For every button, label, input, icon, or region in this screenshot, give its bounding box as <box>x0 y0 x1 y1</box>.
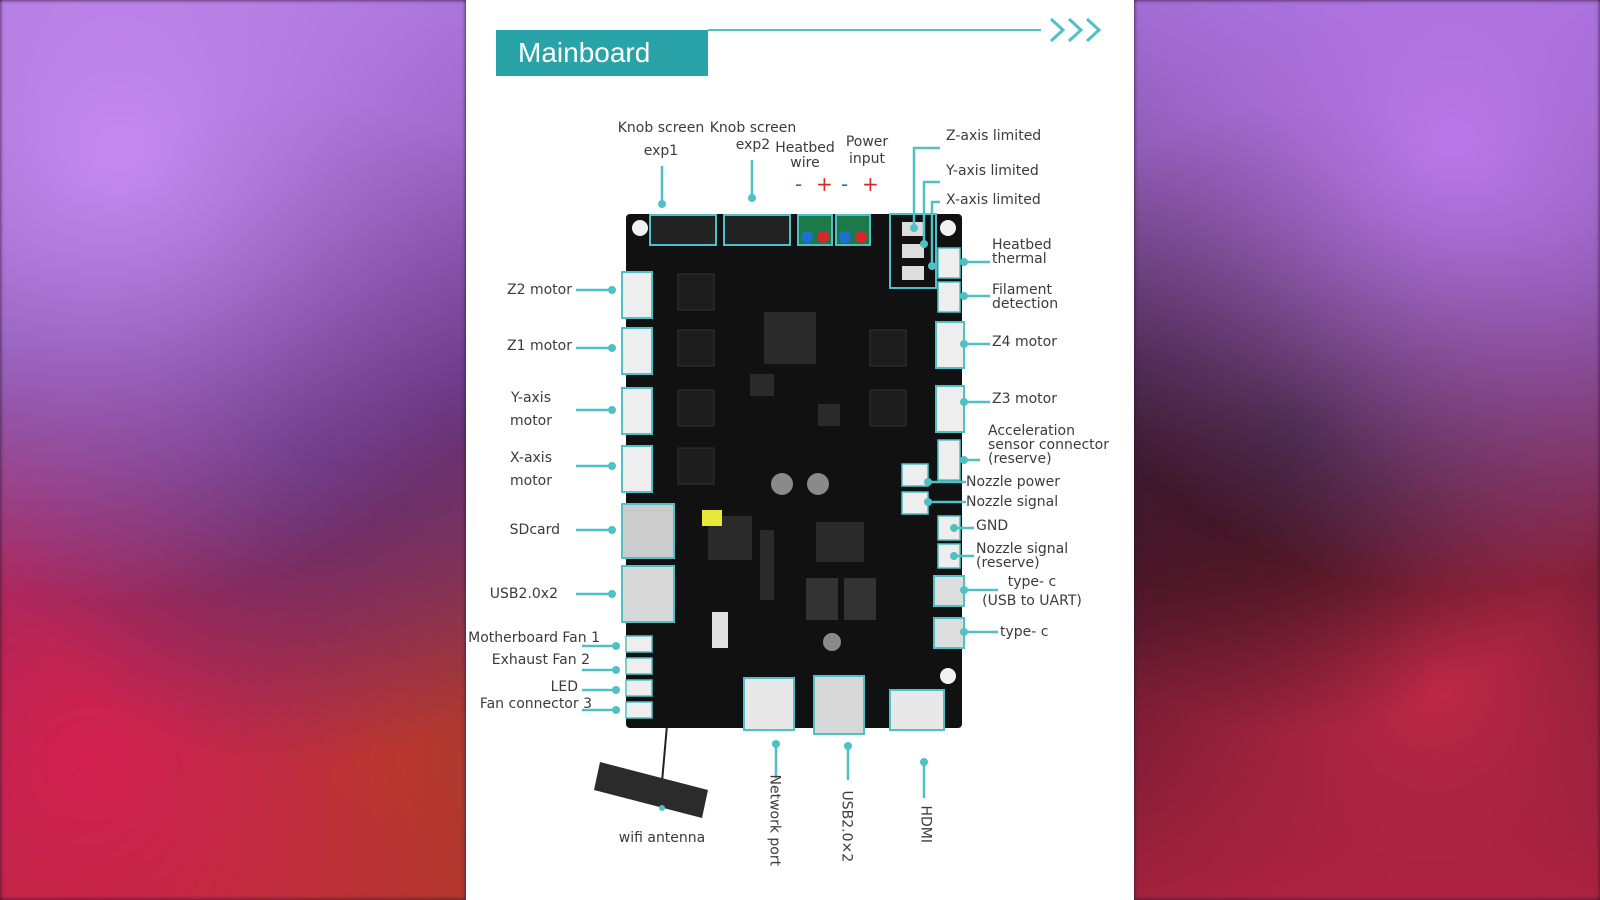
label-z-axis-limited: Z-axis limited <box>946 128 1042 144</box>
blurred-background-right <box>1134 0 1600 900</box>
polarity-minus-1: - <box>795 172 803 196</box>
triple-chevron-right-icon <box>1049 17 1102 43</box>
label-usb-left: USB2.0x2 <box>489 586 558 602</box>
label-nozzle-signal: Nozzle signal <box>966 494 1059 510</box>
label-z2-motor: Z2 motor <box>507 282 572 298</box>
mainboard-diagram-sheet: Mainboard <box>466 0 1134 900</box>
label-type-c-usb-to-uart: type- c (USB to UART) <box>982 574 1082 609</box>
label-type-c: type- c <box>1000 624 1049 640</box>
label-z4-motor: Z4 motor <box>992 334 1057 350</box>
label-z1-motor: Z1 motor <box>507 338 572 354</box>
label-wifi-antenna: wifi antenna <box>618 830 706 846</box>
label-gnd: GND <box>976 518 1009 534</box>
label-heatbed-wire: Heatbed wire <box>775 140 835 171</box>
label-y-axis-limited: Y-axis limited <box>946 163 1039 179</box>
label-knob-screen-exp2: Knob screen exp2 <box>709 120 797 153</box>
polarity-minus-2: - <box>841 172 849 196</box>
label-knob-screen-exp1: Knob screen exp1 <box>617 120 705 159</box>
page-title: Mainboard <box>518 37 651 68</box>
title-banner: Mainboard <box>496 30 708 76</box>
label-nozzle-signal-reserve: Nozzle signal (reserve) <box>976 541 1069 571</box>
label-y-axis-motor: Y-axis motor <box>509 390 552 429</box>
label-acceleration-sensor: Acceleration sensor connector (reserve) <box>988 423 1109 467</box>
polarity-plus-1: + <box>816 172 833 196</box>
pcb-board <box>621 213 965 735</box>
diagram-graphics <box>576 17 1102 818</box>
blurred-background-left <box>0 0 466 900</box>
label-exhaust-fan-2: Exhaust Fan 2 <box>491 652 590 668</box>
label-heatbed-thermal: Heatbed thermal <box>992 237 1052 267</box>
label-filament-detection: Filament detection <box>992 282 1059 312</box>
label-nozzle-power: Nozzle power <box>966 474 1060 490</box>
label-led: LED <box>550 679 578 695</box>
label-x-axis-motor: X-axis motor <box>509 450 552 489</box>
label-fan-connector-3: Fan connector 3 <box>479 696 592 712</box>
label-z3-motor: Z3 motor <box>992 391 1057 407</box>
polarity-plus-2: + <box>862 172 879 196</box>
label-motherboard-fan-1: Motherboard Fan 1 <box>468 630 600 646</box>
label-sdcard: SDcard <box>509 522 560 538</box>
label-x-axis-limited: X-axis limited <box>946 192 1041 208</box>
label-power-input: Power input <box>845 134 889 167</box>
label-network-port: Network port <box>766 774 783 867</box>
label-usb-bottom: USB2.0×2 <box>838 790 855 863</box>
label-hdmi: HDMI <box>917 805 934 844</box>
leader-dots <box>608 194 968 811</box>
